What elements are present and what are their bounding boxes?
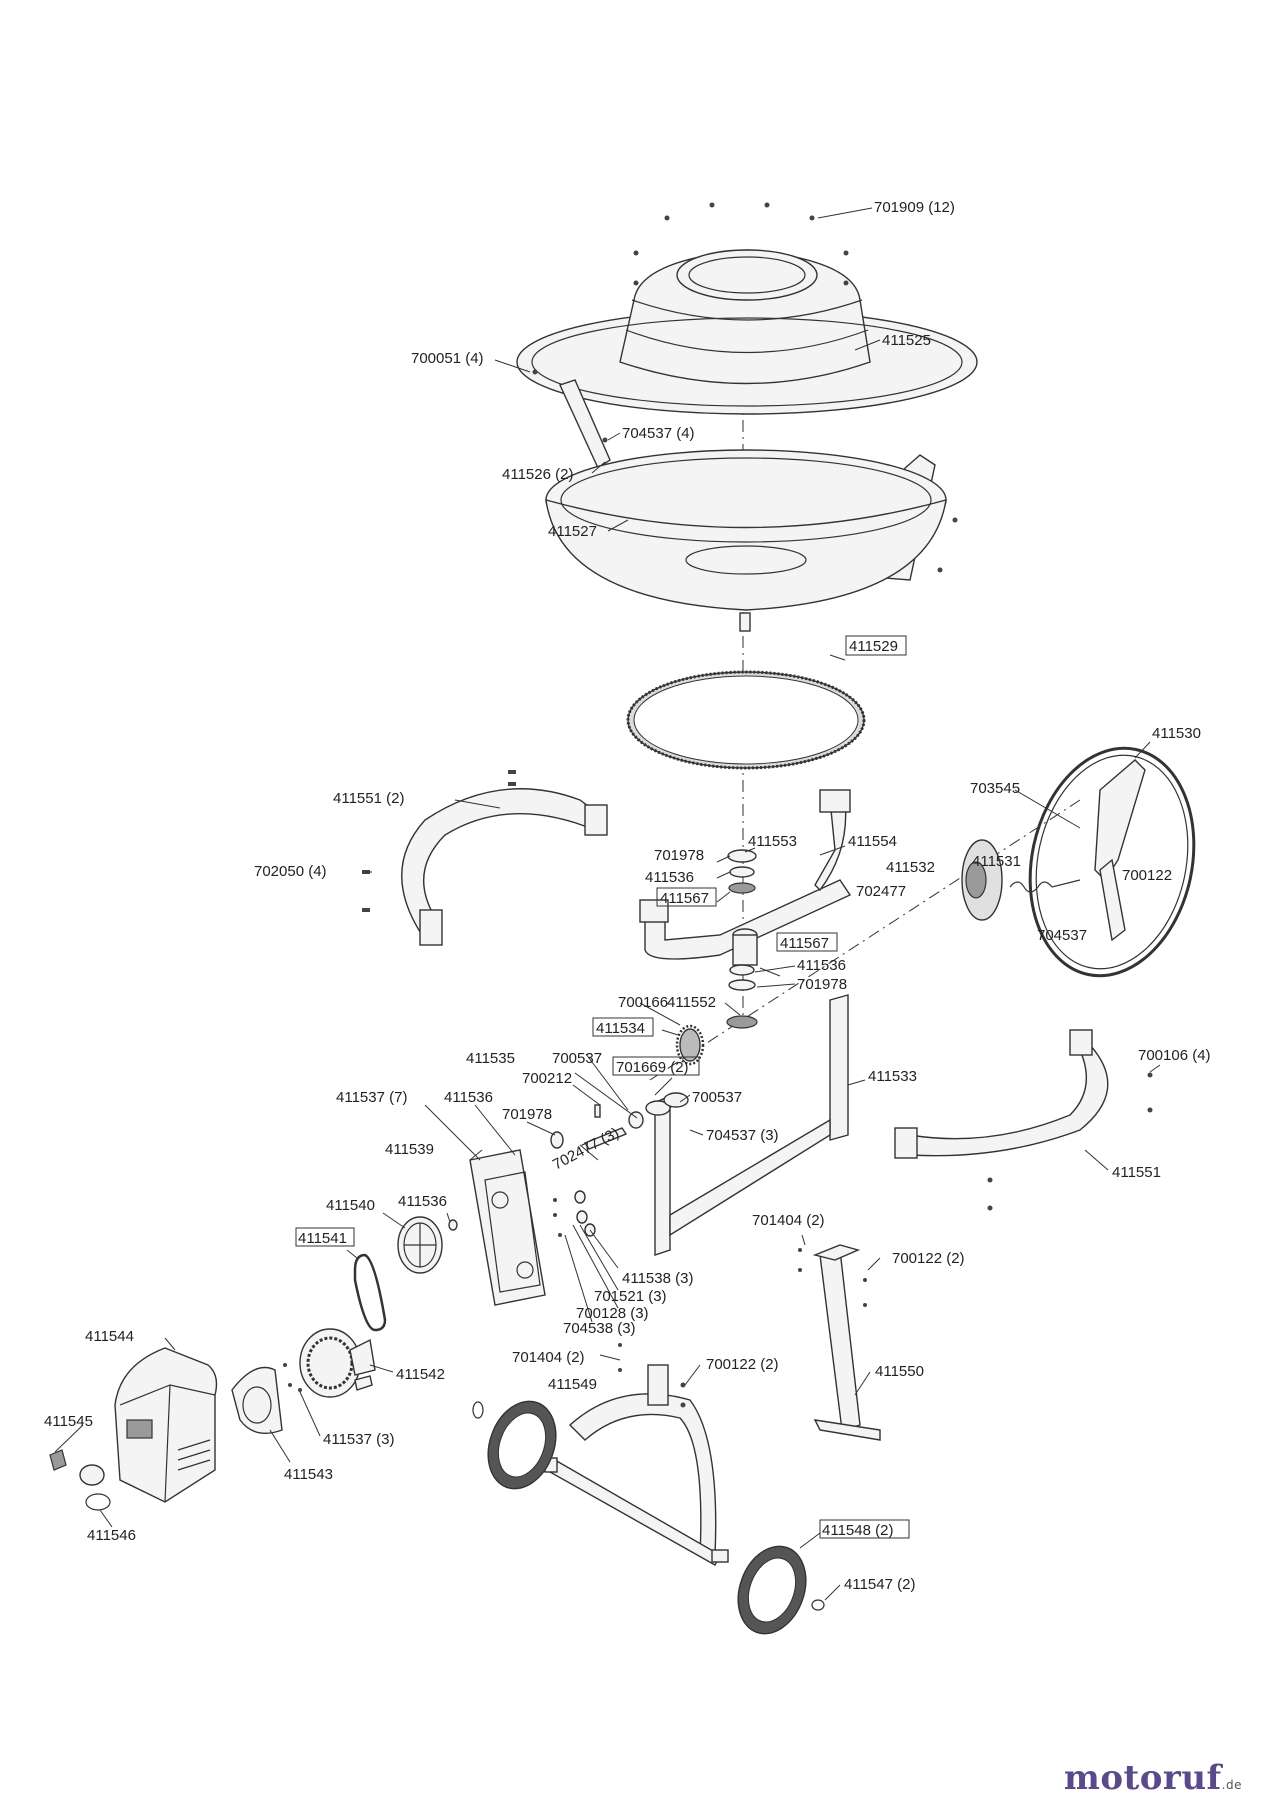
label-704537-3: 704537 (3) bbox=[706, 1127, 779, 1144]
label-411553: 411553 bbox=[748, 833, 797, 850]
part-labels: 701909 (12) 411525 700051 (4) 704537 (4)… bbox=[44, 199, 1211, 1593]
label-700122-a: 700122 bbox=[1122, 867, 1172, 884]
label-411567-a: 411567 bbox=[660, 890, 709, 907]
spring bbox=[1009, 879, 1081, 893]
label-411567-b: 411567 bbox=[780, 935, 829, 952]
label-411529: 411529 bbox=[849, 638, 898, 655]
label-700122-2b: 700122 (2) bbox=[706, 1356, 779, 1373]
label-411548: 411548 (2) bbox=[822, 1522, 893, 1539]
left-bracket bbox=[532, 369, 611, 470]
left-ring-segment bbox=[362, 770, 608, 946]
v-belt bbox=[353, 1253, 387, 1332]
label-700051: 700051 (4) bbox=[411, 350, 484, 367]
label-701669: 701669 (2) bbox=[616, 1059, 689, 1076]
pulley bbox=[397, 1216, 458, 1274]
label-411527: 411527 bbox=[548, 523, 597, 540]
label-704537: 704537 bbox=[1037, 927, 1087, 944]
motor bbox=[299, 1328, 376, 1398]
label-411545: 411545 bbox=[44, 1413, 93, 1430]
gear-ring bbox=[626, 670, 866, 770]
right-ring-segment bbox=[894, 1029, 1153, 1211]
label-701404-a: 701404 (2) bbox=[752, 1212, 825, 1229]
label-411537-7: 411537 (7) bbox=[336, 1089, 407, 1106]
gearbox-bolts bbox=[553, 1190, 596, 1237]
gearbox-plate bbox=[469, 1149, 546, 1306]
label-411525: 411525 bbox=[882, 332, 931, 349]
label-411552: 411552 bbox=[667, 994, 716, 1011]
drum-yoke bbox=[639, 789, 852, 966]
label-411534: 411534 bbox=[596, 1020, 645, 1037]
label-411536-a: 411536 bbox=[645, 869, 694, 886]
label-700128: 700128 (3) bbox=[576, 1305, 649, 1322]
label-411526: 411526 (2) bbox=[502, 466, 573, 483]
label-411530: 411530 bbox=[1152, 725, 1201, 742]
label-702477-3: 702477 (3) bbox=[550, 1124, 622, 1173]
motor-cover bbox=[231, 1363, 302, 1434]
label-411536-b: 411536 bbox=[797, 957, 846, 974]
label-703545: 703545 bbox=[970, 780, 1020, 797]
lower-bearings bbox=[726, 964, 758, 1029]
top-screws bbox=[633, 202, 849, 286]
brand-tld: .de bbox=[1221, 1778, 1242, 1792]
label-704538: 704538 (3) bbox=[563, 1320, 636, 1337]
drum-top-cone bbox=[516, 249, 978, 415]
label-411536-c: 411536 bbox=[444, 1089, 493, 1106]
label-411540: 411540 bbox=[326, 1197, 375, 1214]
label-701909: 701909 (12) bbox=[874, 199, 955, 216]
label-411535: 411535 bbox=[466, 1050, 515, 1067]
label-411532: 411532 bbox=[886, 859, 935, 876]
switch-clamp bbox=[79, 1464, 111, 1511]
label-701978-b: 701978 bbox=[797, 976, 847, 993]
drum-bowl bbox=[545, 449, 947, 632]
label-704537-4: 704537 (4) bbox=[622, 425, 695, 442]
left-wheel bbox=[472, 1400, 557, 1490]
label-411541: 411541 bbox=[298, 1230, 347, 1247]
label-700122-2a: 700122 (2) bbox=[892, 1250, 965, 1267]
label-700537-b: 700537 bbox=[692, 1089, 742, 1106]
motor-housing bbox=[114, 1347, 218, 1503]
label-411539: 411539 bbox=[385, 1141, 434, 1158]
label-411550: 411550 bbox=[875, 1363, 924, 1380]
leader-lines bbox=[54, 207, 1161, 1601]
label-700166: 700166 bbox=[618, 994, 668, 1011]
label-411551: 411551 bbox=[1112, 1164, 1161, 1181]
label-701521: 701521 (3) bbox=[594, 1288, 667, 1305]
label-701404-b: 701404 (2) bbox=[512, 1349, 585, 1366]
hand-wheel bbox=[1028, 746, 1196, 978]
label-411546: 411546 bbox=[87, 1527, 136, 1544]
label-700106: 700106 (4) bbox=[1138, 1047, 1211, 1064]
label-411551-2: 411551 (2) bbox=[333, 790, 404, 807]
front-leg bbox=[798, 1244, 881, 1441]
switch bbox=[49, 1449, 67, 1471]
crank-disc bbox=[961, 839, 1003, 921]
label-702477: 702477 bbox=[856, 883, 906, 900]
label-701978-a: 701978 bbox=[654, 847, 704, 864]
label-411549: 411549 bbox=[548, 1376, 597, 1393]
label-411537-3: 411537 (3) bbox=[323, 1431, 394, 1448]
pinion-gear bbox=[675, 1024, 705, 1066]
upper-bearings bbox=[727, 849, 757, 894]
label-701978-c: 701978 bbox=[502, 1106, 552, 1123]
label-411542: 411542 bbox=[396, 1366, 445, 1383]
label-411536-d: 411536 bbox=[398, 1193, 447, 1210]
label-411543: 411543 bbox=[284, 1466, 333, 1483]
label-411547: 411547 (2) bbox=[844, 1576, 915, 1593]
label-700537-a: 700537 bbox=[552, 1050, 602, 1067]
brand-logo: motoruf.de bbox=[1064, 1758, 1242, 1798]
right-wheel bbox=[737, 1545, 825, 1635]
label-702050: 702050 (4) bbox=[254, 863, 327, 880]
label-411554: 411554 bbox=[848, 833, 897, 850]
brand-name: motoruf bbox=[1063, 1758, 1222, 1798]
label-411531: 411531 bbox=[972, 853, 1021, 870]
label-boxes bbox=[295, 635, 910, 1539]
drive-shaft bbox=[550, 1104, 644, 1150]
label-411544: 411544 bbox=[85, 1328, 134, 1345]
label-411538: 411538 (3) bbox=[622, 1270, 693, 1287]
label-700212: 700212 bbox=[522, 1070, 572, 1087]
label-411533: 411533 bbox=[868, 1068, 917, 1085]
